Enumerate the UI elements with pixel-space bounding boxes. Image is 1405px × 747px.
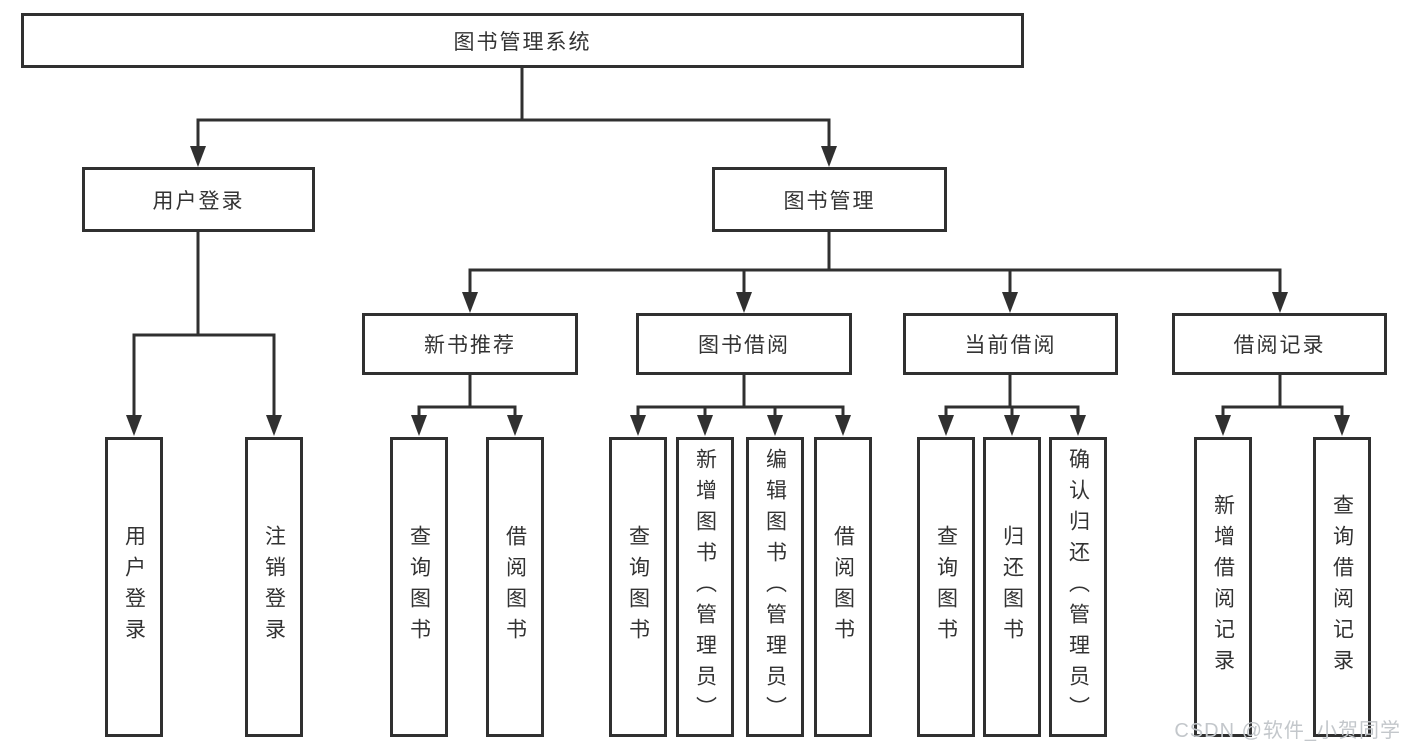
node-label: 新增图书（管理员） (693, 447, 717, 727)
node-label: 确认归还（管理员） (1066, 447, 1090, 727)
node-leaf-user-login: 用户登录 (105, 437, 163, 737)
node-label: 借阅图书 (831, 525, 855, 649)
node-label: 借阅记录 (1233, 334, 1326, 357)
node-current-borrowing: 当前借阅 (903, 313, 1118, 375)
node-label: 用户登录 (122, 525, 146, 649)
node-book-management: 图书管理 (712, 167, 947, 232)
node-label: 图书管理系统 (453, 30, 592, 54)
node-label: 图书借阅 (698, 334, 790, 357)
node-borrowing-records: 借阅记录 (1172, 313, 1387, 375)
node-label: 注销登录 (262, 525, 286, 649)
node-leaf-borrow-books-2: 借阅图书 (814, 437, 872, 737)
node-label: 用户登录 (152, 189, 245, 213)
node-leaf-query-books-1: 查询图书 (390, 437, 448, 737)
node-new-book-recommend: 新书推荐 (362, 313, 578, 375)
node-label: 查询借阅记录 (1330, 494, 1354, 680)
node-label: 编辑图书（管理员） (763, 447, 787, 727)
node-leaf-borrow-books-1: 借阅图书 (486, 437, 544, 737)
node-leaf-query-books-2: 查询图书 (609, 437, 667, 737)
node-leaf-edit-books-admin: 编辑图书（管理员） (746, 437, 804, 737)
node-label: 归还图书 (1000, 525, 1024, 649)
watermark: CSDN @软件_小贺同学 (1174, 720, 1401, 742)
node-root: 图书管理系统 (21, 13, 1024, 68)
node-leaf-add-books-admin: 新增图书（管理员） (676, 437, 734, 737)
node-leaf-return-books: 归还图书 (983, 437, 1041, 737)
node-leaf-add-borrow-record: 新增借阅记录 (1194, 437, 1252, 737)
node-book-borrowing: 图书借阅 (636, 313, 852, 375)
node-label: 新书推荐 (424, 334, 516, 357)
node-label: 图书管理 (783, 189, 876, 213)
node-leaf-confirm-return-admin: 确认归还（管理员） (1049, 437, 1107, 737)
node-leaf-logout: 注销登录 (245, 437, 303, 737)
node-label: 查询图书 (407, 525, 431, 649)
node-label: 借阅图书 (503, 525, 527, 649)
node-leaf-query-books-3: 查询图书 (917, 437, 975, 737)
node-label: 查询图书 (934, 525, 958, 649)
node-user-login: 用户登录 (82, 167, 315, 232)
node-label: 查询图书 (626, 525, 650, 649)
node-label: 新增借阅记录 (1211, 494, 1235, 680)
node-leaf-query-borrow-record: 查询借阅记录 (1313, 437, 1371, 737)
node-label: 当前借阅 (964, 334, 1057, 357)
